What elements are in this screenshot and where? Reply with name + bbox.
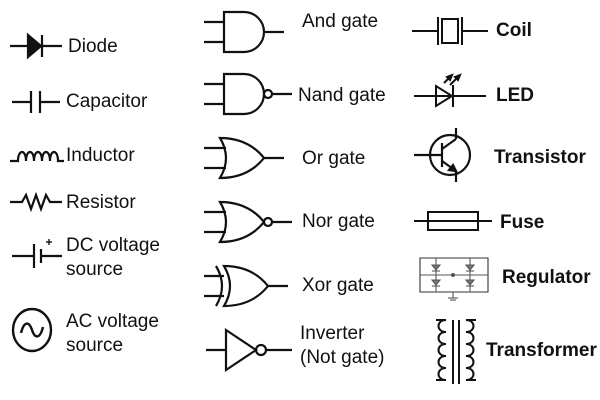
fuse-label: Fuse — [500, 212, 545, 233]
diode-label: Diode — [68, 36, 118, 57]
dc-voltage-source-label: DC voltage source — [66, 235, 160, 280]
transformer-icon — [432, 316, 480, 388]
and-gate-icon — [202, 8, 286, 56]
regulator-icon — [418, 254, 490, 302]
nor-gate-icon — [202, 198, 294, 246]
or-gate-icon — [202, 134, 286, 182]
transistor-icon — [412, 126, 488, 184]
fuse-icon — [412, 208, 494, 234]
xor-gate-icon — [202, 262, 290, 310]
led-icon — [412, 70, 488, 114]
resistor-icon — [8, 192, 64, 212]
coil-label: Coil — [496, 20, 532, 41]
nor-gate-label: Nor gate — [302, 211, 375, 232]
capacitor-label: Capacitor — [66, 91, 148, 112]
or-gate-label: Or gate — [302, 148, 366, 169]
led-label: LED — [496, 85, 534, 106]
inductor-label: Inductor — [66, 145, 135, 166]
dc-voltage-source-icon — [10, 236, 64, 270]
nand-gate-label: Nand gate — [298, 85, 386, 106]
ac-voltage-source-icon — [10, 306, 54, 354]
transistor-label: Transistor — [494, 147, 586, 168]
inductor-icon — [8, 146, 66, 166]
regulator-label: Regulator — [502, 267, 591, 288]
xor-gate-label: Xor gate — [302, 275, 374, 296]
and-gate-label: And gate — [302, 11, 379, 32]
transformer-label: Transformer — [486, 340, 597, 361]
inverter-label: Inverter (Not gate) — [300, 323, 385, 368]
ac-voltage-source-label: AC voltage source — [66, 311, 159, 356]
diode-icon — [8, 32, 64, 60]
inverter-icon — [204, 326, 296, 374]
coil-icon — [410, 14, 490, 48]
resistor-label: Resistor — [66, 192, 136, 213]
nand-gate-icon — [202, 70, 294, 118]
capacitor-icon — [10, 88, 62, 116]
